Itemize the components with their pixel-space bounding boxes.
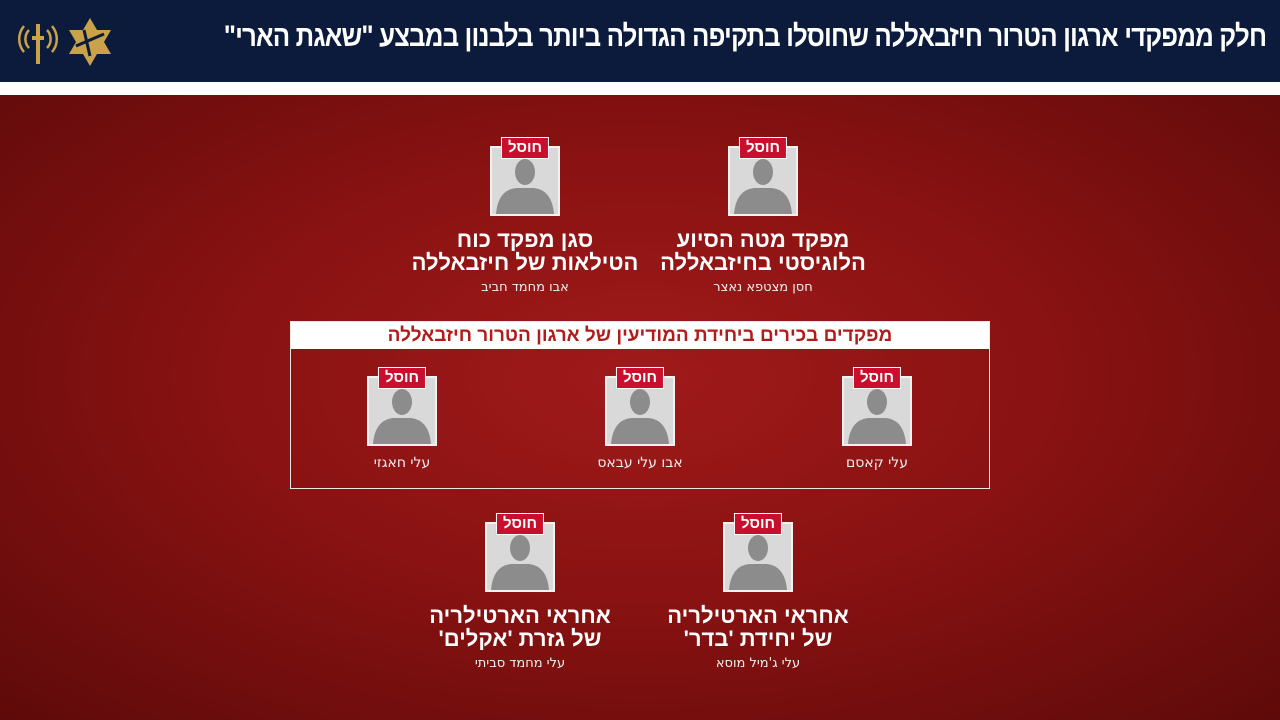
eliminated-badge: חוסל <box>615 367 665 389</box>
intel-unit-group: מפקדים בכירים ביחידת המודיעין של ארגון ה… <box>290 321 990 489</box>
person-silhouette-icon <box>611 389 669 444</box>
commander-card: חוסל אבו עלי עבאס <box>510 367 770 471</box>
commander-name: עלי חאגזי <box>373 455 431 471</box>
commander-name: חסן מצטפא נאצר <box>713 280 813 295</box>
eliminated-badge: חוסל <box>852 367 902 389</box>
person-silhouette-icon <box>491 535 549 590</box>
commander-name: עלי קאסם <box>846 455 908 471</box>
header-bar <box>0 0 1280 82</box>
person-silhouette-icon <box>496 159 554 214</box>
person-silhouette-icon <box>373 389 431 444</box>
eliminated-badge: חוסל <box>733 513 783 535</box>
intelligence-emblem-icon <box>17 24 59 64</box>
commander-name: אבו עלי עבאס <box>597 455 683 471</box>
idf-emblem-icon <box>69 18 111 66</box>
eliminated-badge: חוסל <box>500 137 550 159</box>
divider-strip <box>0 82 1280 95</box>
commander-card: חוסל עלי חאגזי <box>272 367 532 471</box>
person-silhouette-icon <box>848 389 906 444</box>
eliminated-badge: חוסל <box>495 513 545 535</box>
commander-card: חוסל עלי קאסם <box>747 367 1007 471</box>
person-silhouette-icon <box>729 535 787 590</box>
eliminated-badge: חוסל <box>738 137 788 159</box>
commander-name: אבו מחמד חביב <box>481 280 569 295</box>
commander-name: עלי ג'מיל מוסא <box>715 656 801 671</box>
eliminated-badge: חוסל <box>377 367 427 389</box>
group-title: מפקדים בכירים ביחידת המודיעין של ארגון ה… <box>291 322 989 349</box>
page-title: חלק ממפקדי ארגון הטרור חיזבאללה שחוסלו ב… <box>223 20 1267 53</box>
person-silhouette-icon <box>734 159 792 214</box>
commander-name: עלי מחמד סביתי <box>474 656 566 671</box>
